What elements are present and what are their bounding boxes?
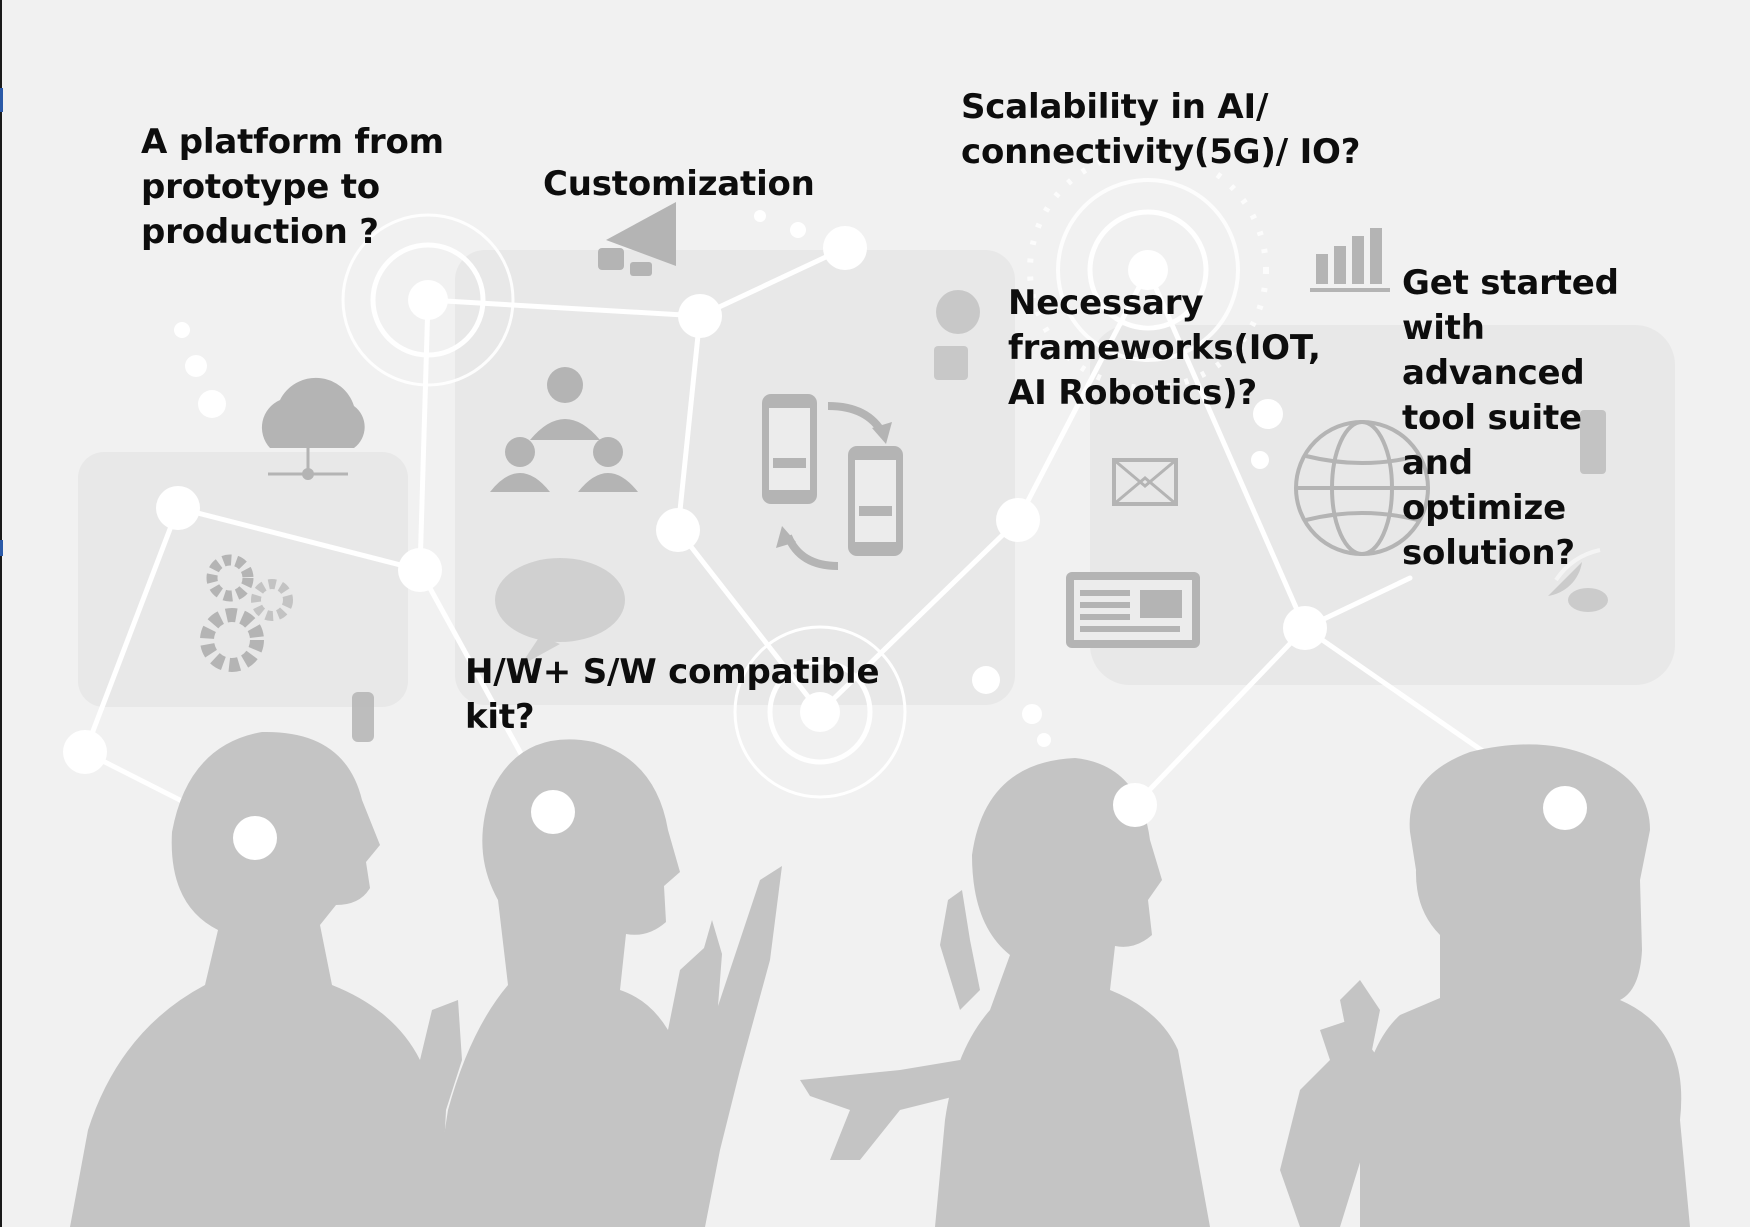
globe-icon xyxy=(1294,420,1430,556)
satellite-dish-icon xyxy=(1548,548,1608,612)
question-line: advanced xyxy=(1402,353,1585,393)
lightbulb-icon xyxy=(934,290,980,380)
network-node xyxy=(823,226,867,270)
question-line: with xyxy=(1402,308,1485,348)
question-line: A platform from xyxy=(141,122,444,162)
person-silhouette xyxy=(430,739,782,1227)
question-line: AI Robotics)? xyxy=(1008,373,1257,413)
ring xyxy=(1087,209,1209,331)
question-get-started: Get started with advanced tool suite and… xyxy=(1402,261,1619,576)
question-platform: A platform from prototype to production … xyxy=(141,120,444,255)
question-line: solution? xyxy=(1402,533,1575,573)
dot xyxy=(1022,704,1042,724)
megaphone-icon xyxy=(598,202,676,276)
ring xyxy=(1056,178,1240,362)
network-node xyxy=(408,280,448,320)
dot xyxy=(972,666,1000,694)
panel xyxy=(1090,325,1675,685)
head-nodes xyxy=(233,783,1587,860)
network-line xyxy=(417,297,431,573)
network-node xyxy=(1128,250,1168,290)
question-line: frameworks(IOT, xyxy=(1008,328,1321,368)
question-line: connectivity(5G)/ IO? xyxy=(961,132,1361,172)
dot xyxy=(1037,733,1051,747)
network-node xyxy=(63,730,107,774)
question-line: Necessary xyxy=(1008,283,1204,323)
dot xyxy=(754,210,766,222)
question-line: Scalability in AI/ xyxy=(961,87,1269,127)
web-page-icon xyxy=(1066,572,1200,648)
question-scalability: Scalability in AI/ connectivity(5G)/ IO? xyxy=(961,85,1360,175)
question-hw-sw: H/W+ S/W compatible kit? xyxy=(465,650,880,740)
left-accent-mark xyxy=(0,88,3,112)
usb-drive-icon xyxy=(352,410,1606,742)
panel xyxy=(455,250,1015,705)
head-node xyxy=(233,816,277,860)
icon-set xyxy=(200,202,1608,742)
head-node xyxy=(1543,786,1587,830)
question-line: Customization xyxy=(543,164,815,204)
network-node xyxy=(800,692,840,732)
question-line: production ? xyxy=(141,212,379,252)
question-line: Get started xyxy=(1402,263,1619,303)
speech-bubble-icon xyxy=(495,558,625,666)
network-line xyxy=(675,527,823,715)
question-line: tool suite xyxy=(1402,398,1582,438)
head-node xyxy=(1113,783,1157,827)
question-line: and xyxy=(1402,443,1473,483)
dot xyxy=(198,390,226,418)
person-silhouette xyxy=(1280,744,1690,1227)
network-node xyxy=(678,294,722,338)
question-customization: Customization xyxy=(543,162,815,207)
person-silhouette xyxy=(800,758,1210,1227)
question-line: kit? xyxy=(465,697,535,737)
question-line: prototype to xyxy=(141,167,380,207)
dot xyxy=(1251,451,1269,469)
dot xyxy=(1253,399,1283,429)
left-border xyxy=(0,0,2,1227)
left-accent-mark xyxy=(0,540,3,556)
people-silhouettes xyxy=(70,731,1690,1227)
network-node xyxy=(656,508,700,552)
dot xyxy=(790,222,806,238)
ring xyxy=(733,625,907,799)
network-line xyxy=(1132,625,1308,808)
dot xyxy=(174,322,190,338)
gears-icon xyxy=(200,554,293,672)
network-node xyxy=(996,498,1040,542)
network-line xyxy=(675,313,703,533)
ring xyxy=(767,659,873,765)
decorative-dots xyxy=(174,210,1283,747)
ring xyxy=(1027,149,1269,391)
network-node xyxy=(156,486,200,530)
person-silhouette xyxy=(70,731,462,1227)
cloud-icon xyxy=(261,377,365,480)
envelope-icon xyxy=(1112,458,1178,506)
question-frameworks: Necessary frameworks(IOT, AI Robotics)? xyxy=(1008,281,1321,416)
bar-chart-icon xyxy=(1310,228,1390,292)
question-line: optimize xyxy=(1402,488,1566,528)
network-node xyxy=(1283,606,1327,650)
question-line: H/W+ S/W compatible xyxy=(465,652,880,692)
team-icon xyxy=(490,367,638,492)
network-nodes xyxy=(63,226,1327,774)
phone-sync-icon xyxy=(762,394,903,570)
head-node xyxy=(531,790,575,834)
dot xyxy=(185,355,207,377)
network-node xyxy=(398,548,442,592)
ring xyxy=(341,213,515,387)
